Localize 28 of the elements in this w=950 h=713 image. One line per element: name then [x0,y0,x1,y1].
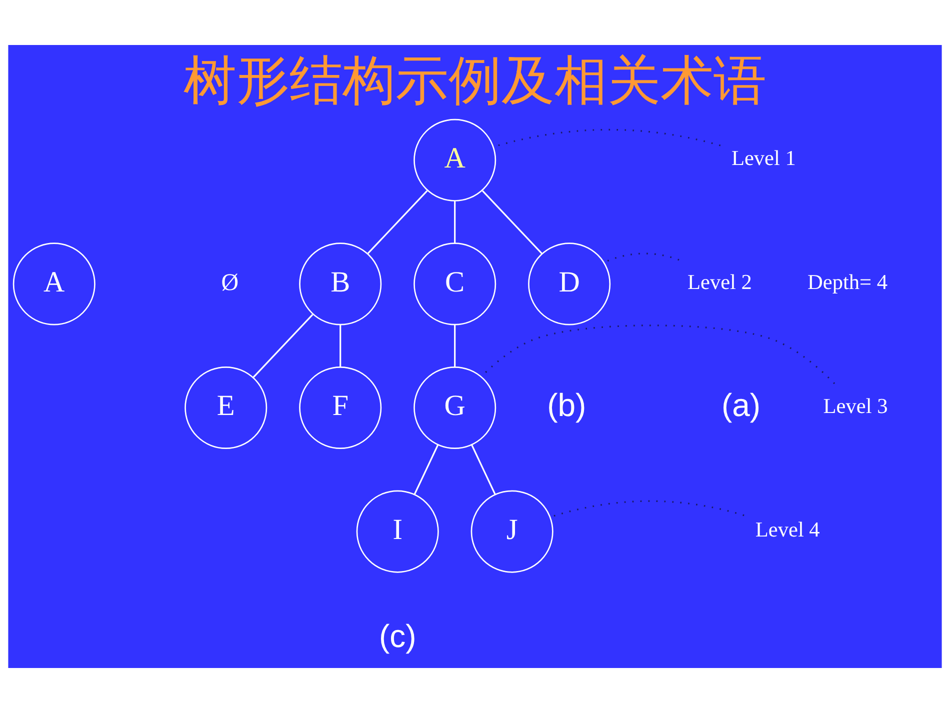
label: (b) [547,387,586,424]
diagram-title: 树形结构示例及相关术语 [184,49,766,112]
node-circle: A [414,118,496,202]
connector [454,200,456,244]
connector [414,444,439,495]
node-circle: I [356,490,439,573]
node-circle: B [299,242,382,326]
node-circle: E [184,366,268,450]
connector [367,190,428,254]
node-circle: G [414,366,496,450]
node-circle: D [528,242,611,326]
node-text: Level 1 [731,146,796,170]
label: Ø [221,270,239,296]
node-text: Level 2 [688,270,752,294]
label: (a) [722,387,761,424]
label: Depth= 4 [808,270,888,294]
connector [470,444,496,495]
node-circle: F [299,366,382,450]
connector [454,324,456,367]
label: (c) [378,618,416,654]
connector [252,314,314,378]
connector [482,190,542,254]
node-text: Level 3 [823,394,888,418]
node-text: Level 4 [755,518,820,542]
node-circle: J [470,490,554,573]
connector [340,324,342,367]
node-circle: A [12,242,96,326]
node-circle: C [414,242,496,326]
